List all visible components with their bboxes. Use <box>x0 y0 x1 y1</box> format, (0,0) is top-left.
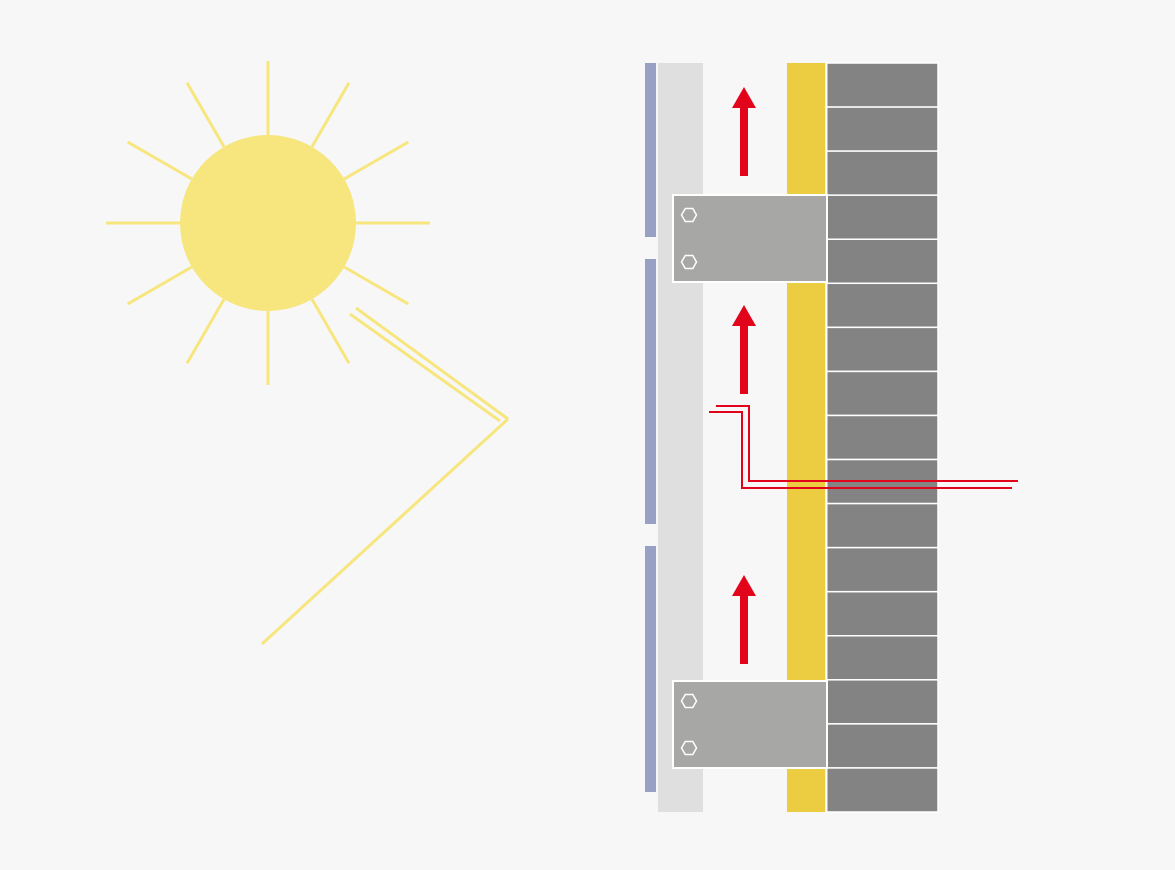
cladding-panel <box>645 63 656 237</box>
arrow-head <box>732 305 756 326</box>
sun-ray <box>343 140 410 181</box>
masonry-edge <box>826 63 828 812</box>
arrow-shaft <box>740 324 748 394</box>
sun-ray <box>185 298 226 365</box>
masonry-brick <box>825 326 939 373</box>
masonry-brick <box>825 282 939 329</box>
cladding-panel <box>645 259 656 524</box>
bracket-plate <box>672 194 828 283</box>
sun-ray <box>310 81 351 148</box>
arrow-up-icon <box>732 575 756 664</box>
arrow-up-icon <box>732 87 756 176</box>
sun-ray <box>126 265 193 306</box>
masonry-brick <box>825 679 939 725</box>
bracket-plate <box>672 680 828 769</box>
sun-ray <box>185 81 226 148</box>
masonry-brick <box>825 194 939 240</box>
sun-ray <box>343 265 410 306</box>
masonry-brick <box>825 635 939 681</box>
masonry-brick <box>825 62 939 108</box>
arrow-shaft <box>740 594 748 664</box>
sun-ray-reflected <box>260 417 510 646</box>
masonry-brick <box>825 238 939 285</box>
hex-bolt-icon <box>680 254 698 270</box>
hex-bolt-icon <box>680 207 698 223</box>
arrow-head <box>732 87 756 108</box>
sun-ray-incoming-parallel <box>355 306 509 421</box>
wall-bracket <box>672 194 828 283</box>
sun-icon <box>106 61 430 385</box>
masonry-brick <box>825 150 939 196</box>
masonry-brick <box>825 767 939 813</box>
sun-ray <box>310 298 351 365</box>
sun-ray-incoming <box>349 312 501 423</box>
heat-flow-line-inner <box>709 411 1012 489</box>
hex-bolt-icon <box>680 693 698 709</box>
masonry-brick <box>825 502 939 549</box>
cladding-panel <box>645 546 656 792</box>
masonry-brick <box>825 106 939 152</box>
masonry-brick <box>825 414 939 461</box>
airflow-arrows <box>732 87 756 664</box>
masonry-wall <box>825 62 939 813</box>
masonry-brick <box>825 546 939 593</box>
masonry-brick <box>825 590 939 637</box>
hex-bolt-icon <box>680 740 698 756</box>
masonry-brick <box>825 723 939 769</box>
cladding-panels <box>645 63 656 792</box>
masonry-brick <box>825 370 939 417</box>
wall-brackets <box>672 194 828 769</box>
sun-disc <box>180 135 356 311</box>
sun-ray-reflection <box>260 306 510 646</box>
arrow-shaft <box>740 106 748 176</box>
arrow-head <box>732 575 756 596</box>
wall-bracket <box>672 680 828 769</box>
arrow-up-icon <box>732 305 756 394</box>
sun-ray <box>126 140 193 181</box>
heat-flow-line <box>709 405 1018 489</box>
heat-flow-line-outer <box>716 405 1018 482</box>
